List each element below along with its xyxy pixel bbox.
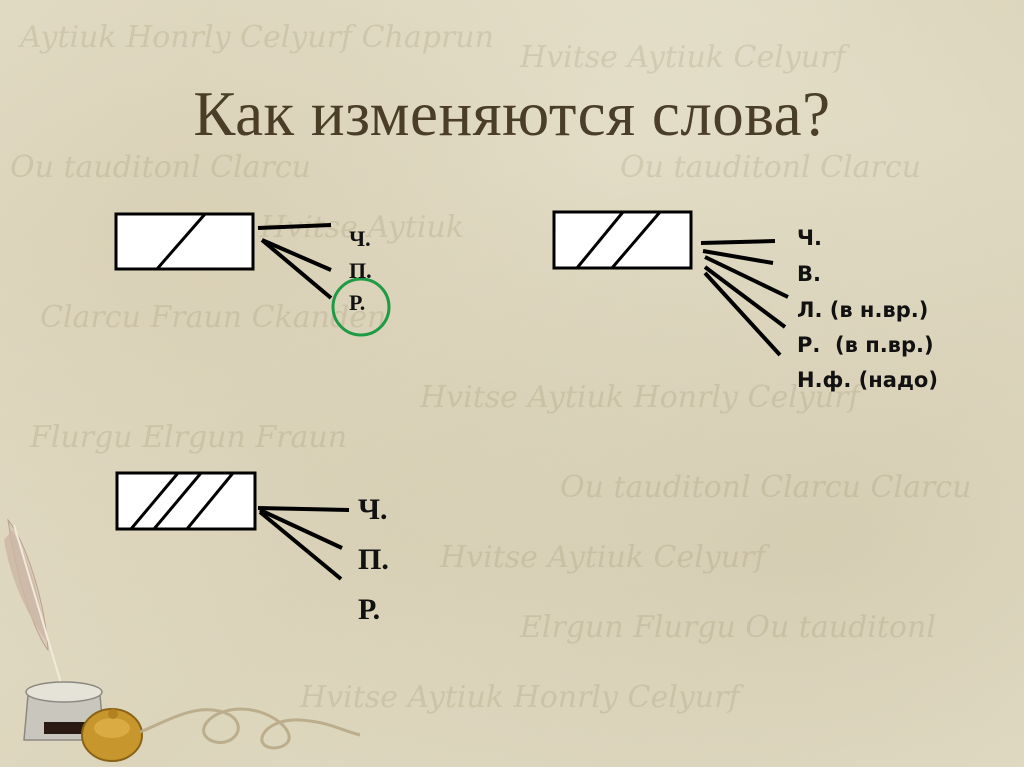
label-number: Ч.	[358, 493, 388, 526]
label-person: П.	[349, 258, 372, 283]
slide-title: Как изменяются слова?	[193, 79, 831, 149]
label-gender: Р.	[358, 593, 381, 626]
label-person: П.	[358, 543, 389, 576]
quill-pen-icon	[4, 518, 64, 691]
label-gender-past: Р. (в п.вр.)	[797, 333, 934, 357]
label-tense: В.	[797, 262, 821, 286]
label-initial-form: Н.ф. (надо)	[797, 368, 938, 392]
label-person-present: Л. (в н.вр.)	[797, 298, 929, 322]
label-number: Ч.	[797, 226, 822, 250]
flourish	[139, 707, 361, 750]
label-gender: Р.	[349, 290, 366, 315]
inkwell-icon	[23, 681, 143, 762]
label-number: Ч.	[349, 226, 371, 251]
highlight-circle	[331, 277, 391, 337]
